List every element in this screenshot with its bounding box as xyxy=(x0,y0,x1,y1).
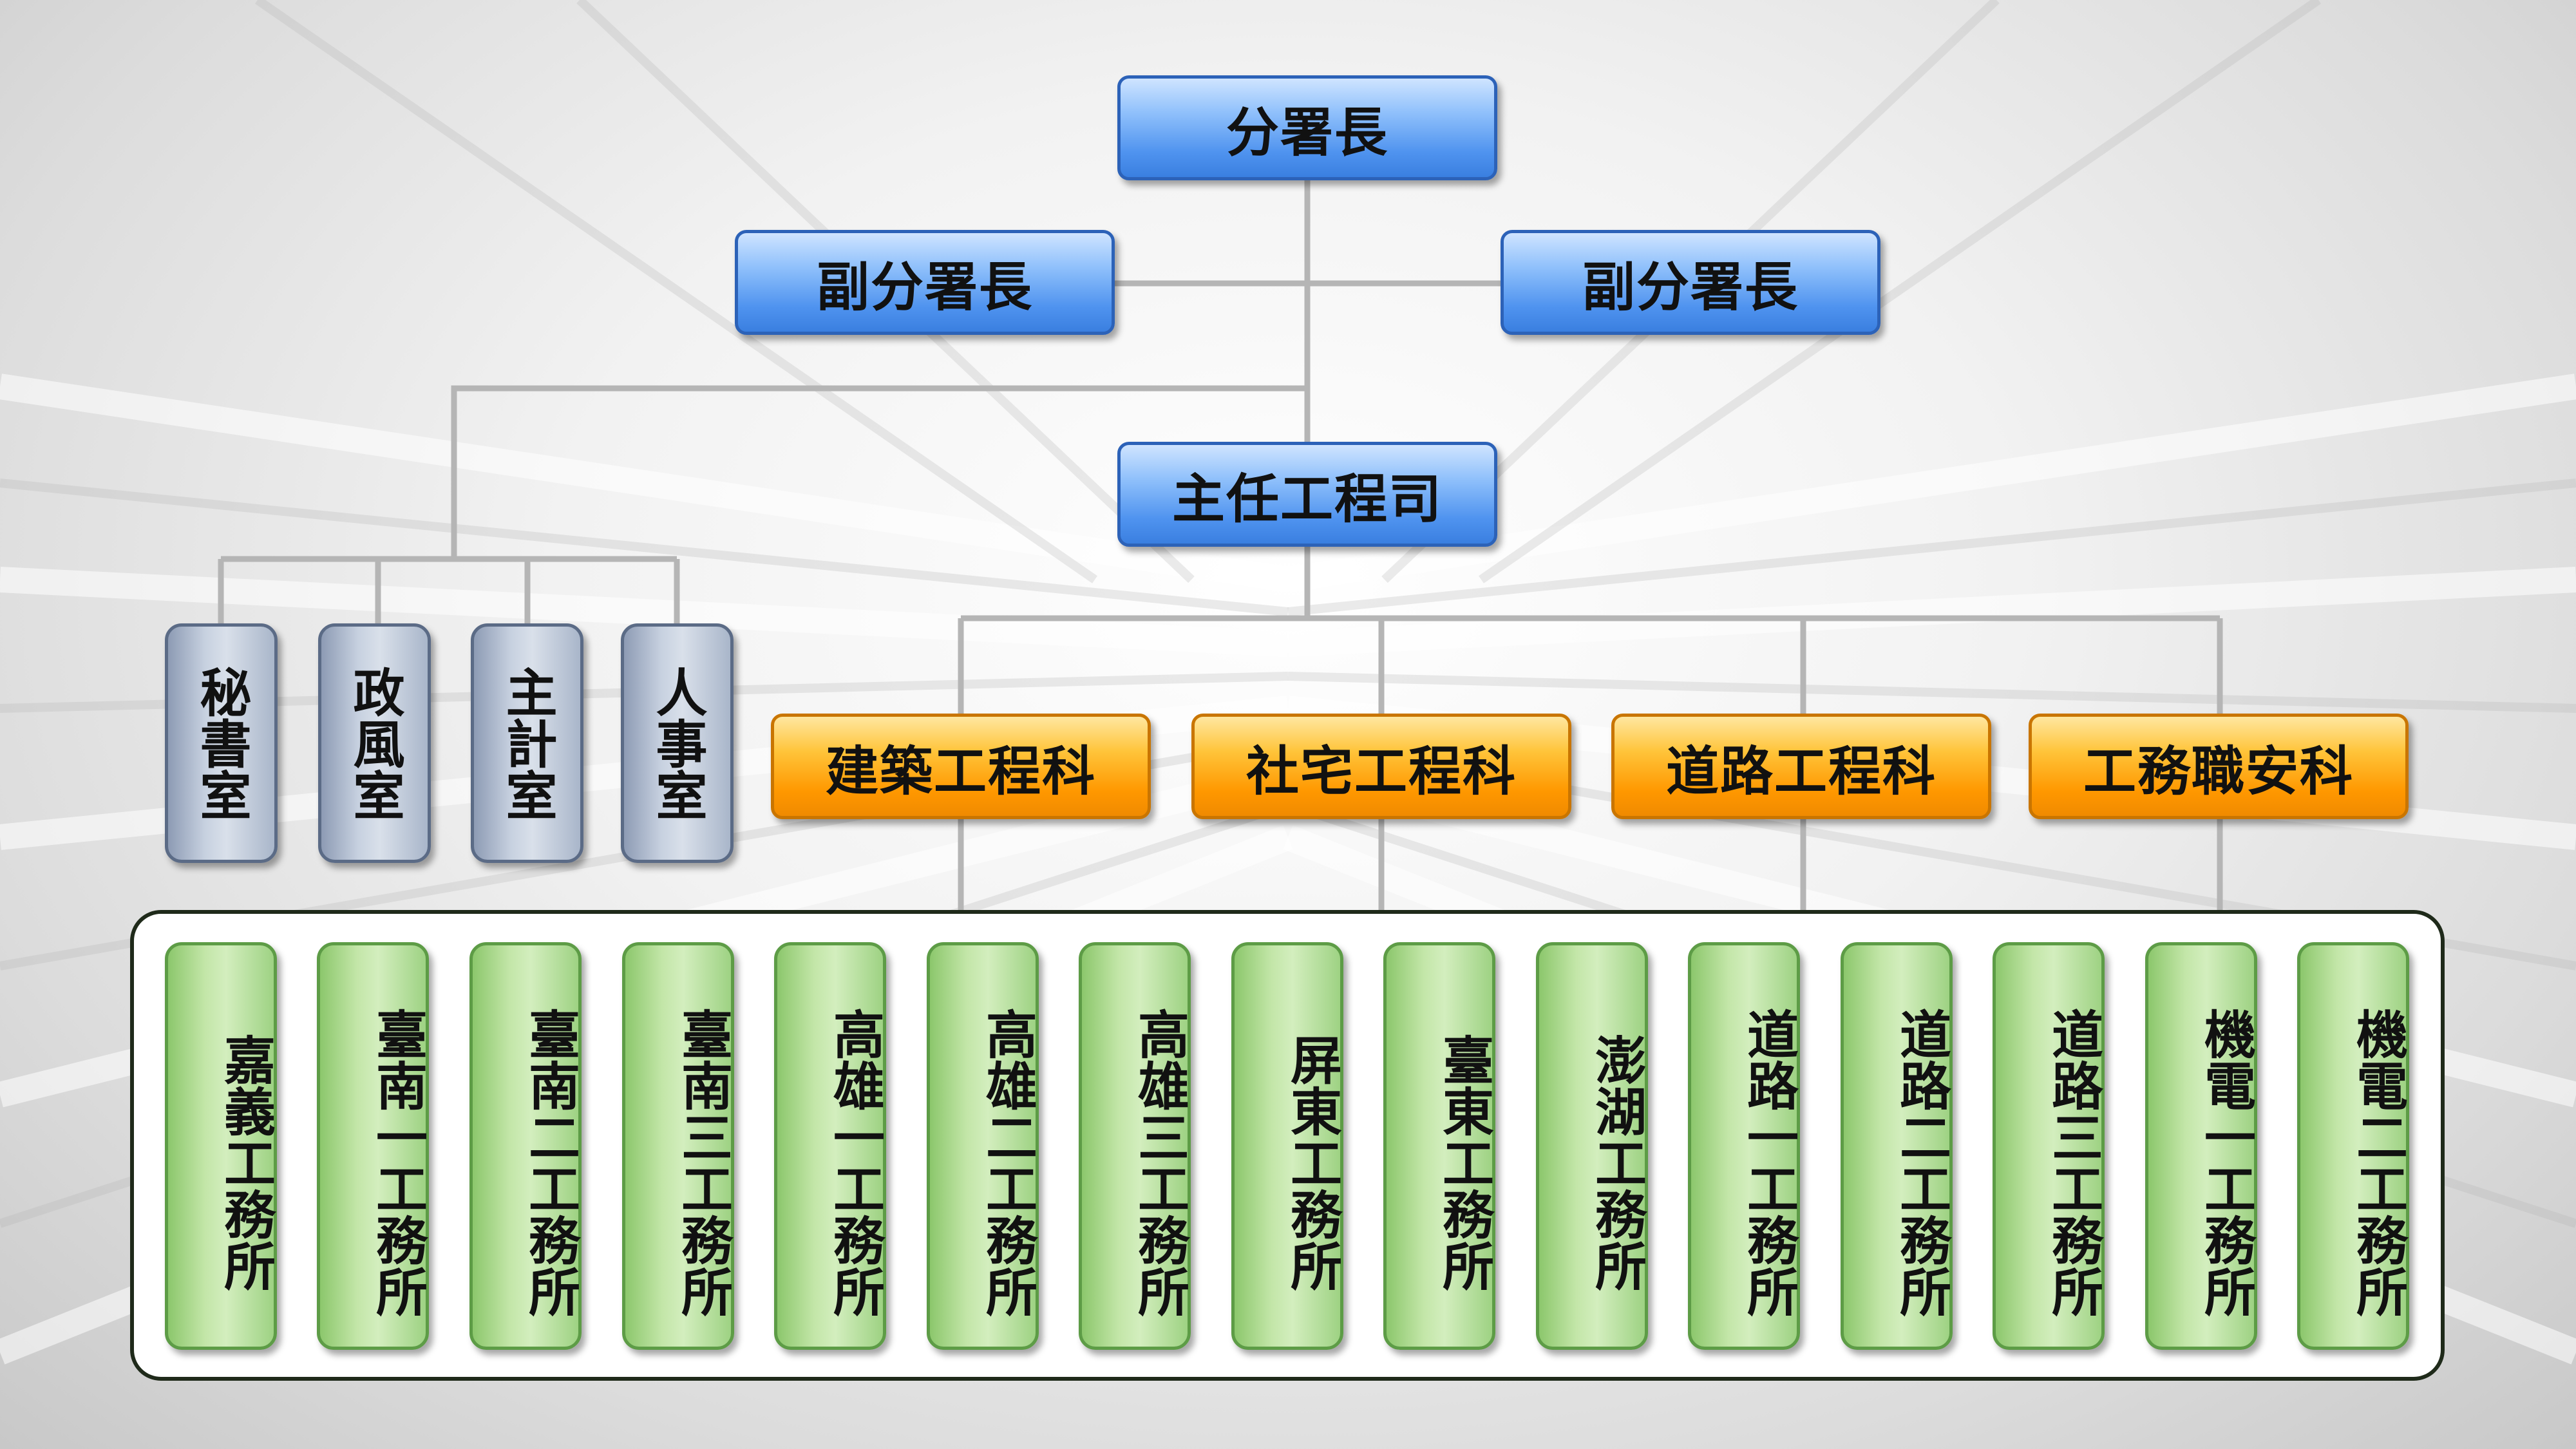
field-office-kaohsiung-1: 高雄一工務所 xyxy=(774,942,886,1350)
field-office-kaohsiung-2: 高雄二工務所 xyxy=(927,942,1039,1350)
section-box-architecture: 建築工程科 xyxy=(771,714,1151,819)
field-office-kaohsiung-3: 高雄三工務所 xyxy=(1079,942,1191,1350)
connector-section-field xyxy=(958,819,2223,910)
field-office-tainan-2: 臺南二工務所 xyxy=(469,942,582,1350)
field-office-pingtung: 屏東工務所 xyxy=(1231,942,1343,1350)
field-office-penghu: 澎湖工務所 xyxy=(1536,942,1648,1350)
field-office-taitung: 臺東工務所 xyxy=(1383,942,1495,1350)
chief-engineer-box: 主任工程司 xyxy=(1117,442,1497,547)
director-box: 分署長 xyxy=(1117,75,1497,180)
section-box-occupational-safety: 工務職安科 xyxy=(2029,714,2409,819)
section-box-road: 道路工程科 xyxy=(1611,714,1991,819)
office-box-personnel: 人事室 xyxy=(621,623,734,863)
section-box-social-housing: 社宅工程科 xyxy=(1191,714,1571,819)
connector-office-drops xyxy=(218,559,680,623)
office-box-secretariat: 秘書室 xyxy=(165,623,278,863)
field-office-mechanical-electrical-2: 機電二工務所 xyxy=(2297,942,2409,1350)
field-office-tainan-1: 臺南一工務所 xyxy=(317,942,429,1350)
field-office-road-2: 道路二工務所 xyxy=(1841,942,1953,1350)
deputy-box-right: 副分署長 xyxy=(1501,230,1880,335)
connector-offices-branch xyxy=(451,385,1307,559)
field-office-mechanical-electrical-1: 機電一工務所 xyxy=(2145,942,2257,1350)
connector-section-drops xyxy=(958,618,2223,714)
deputy-box-left: 副分署長 xyxy=(735,230,1115,335)
office-box-accounting: 主計室 xyxy=(471,623,583,863)
office-box-ethics: 政風室 xyxy=(318,623,431,863)
field-office-chiayi: 嘉義工務所 xyxy=(165,942,277,1350)
field-office-road-1: 道路一工務所 xyxy=(1688,942,1800,1350)
field-office-road-3: 道路三工務所 xyxy=(1993,942,2105,1350)
field-office-tainan-3: 臺南三工務所 xyxy=(622,942,734,1350)
